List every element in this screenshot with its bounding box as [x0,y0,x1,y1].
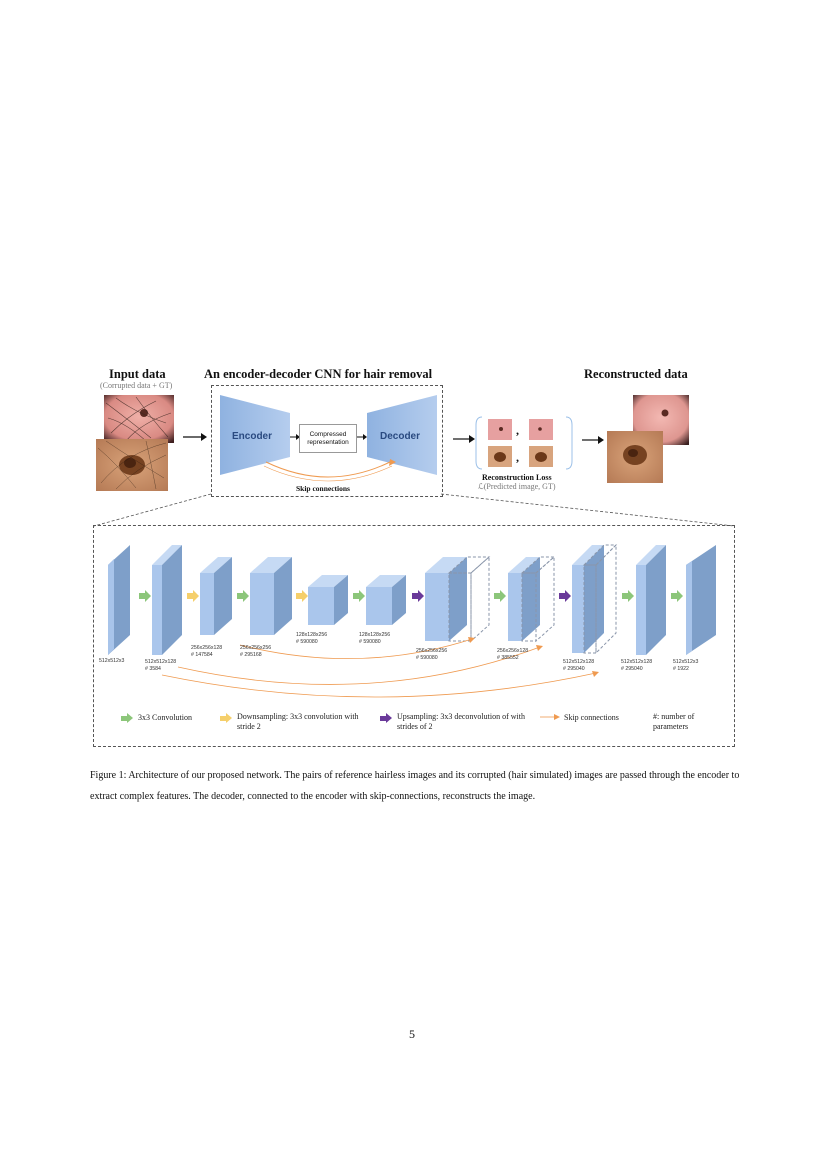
page-number: 5 [409,1027,415,1041]
legend-skip-text: Skip connections [564,713,619,722]
layer-block [250,557,292,635]
up-arrow [559,590,571,602]
legend-conv-icon [121,713,133,723]
conv-arrow [622,590,634,602]
layer-8-label: 256x256x128# 385552 [497,648,529,661]
arrow-encoder-to-compressed [290,434,300,440]
output-images [607,395,689,483]
layer-block [508,555,556,643]
encoder-label: Encoder [232,431,273,442]
loss-separator-top: , [516,423,519,437]
encoder-block [220,395,290,475]
reconstruction-loss-formula: ℒ(Predicted image, GT) [478,482,556,491]
encoder-decoder-title: An encoder-decoder CNN for hair removal [204,367,433,381]
compressed-representation-box: Compressed representation [299,424,357,453]
down-arrow [296,590,308,602]
input-data-subtitle: (Corrupted data + GT) [100,381,173,390]
conv-arrow [671,590,683,602]
layer-2-label: 512x512x128# 3584 [145,659,177,672]
layer-11-label: 512x512x3# 1922 [673,659,699,672]
legend-up-text: Upsampling: 3x3 deconvolution of with st… [397,712,525,731]
layer-5-label: 128x128x256# 590080 [296,632,328,645]
arrow-loss-to-output [582,436,604,444]
layer-block [152,545,182,655]
layer-block [686,545,716,655]
decoder-block [367,395,437,475]
reconstructed-data-title: Reconstructed data [584,367,688,381]
skip-connections [161,638,597,698]
skip-connections-label: Skip connections [296,484,350,493]
conv-arrow [353,590,365,602]
decoder-label: Decoder [380,431,421,442]
conv-arrow [237,590,249,602]
layer-block [425,555,491,643]
model-dashed-box [211,385,443,497]
skip-arrowhead [536,645,543,651]
legend-conv-text: 3x3 Convolution [138,713,193,722]
layer-9-label: 512x512x128# 295040 [563,659,595,672]
skip-arrowhead [592,671,599,677]
zoom-lines [93,493,735,527]
legend-params-text: #: number of parameters [653,712,695,731]
layer-block [308,575,348,625]
arrow-input-to-model [183,433,207,441]
layer-10-label: 512x512x128# 295040 [621,659,653,672]
loss-image-pairs [475,416,573,470]
input-images [96,395,174,491]
layer-block [572,543,618,655]
legend-up-icon [380,713,392,723]
layer-7-label: 256x256x256# 590080 [416,648,448,661]
skip-connection-arc [263,459,396,482]
conv-arrow [139,590,151,602]
reconstruction-loss-title: Reconstruction Loss [482,473,552,482]
layer-4-label: 256x256x256# 295168 [240,645,272,658]
arrow-model-to-loss [453,435,475,443]
network-layers [108,543,716,698]
loss-separator-bottom: , [516,450,519,464]
input-data-title: Input data [109,367,166,381]
conv-arrow [494,590,506,602]
layer-block [636,545,666,655]
layer-6-label: 128x128x256# 590080 [359,632,391,645]
layer-block [108,545,130,655]
legend-skip-icon [540,714,560,720]
detail-dashed-box [93,525,735,747]
skip-arrowhead [468,637,475,643]
down-arrow [187,590,199,602]
layer-block [366,575,406,625]
figure-caption: Figure 1: Architecture of our proposed n… [90,770,740,802]
layer-3-label: 256x256x128# 147584 [191,645,223,658]
layer-1-label: 512x512x3 [99,658,125,664]
legend-down-icon [220,713,232,723]
layer-block [200,557,232,635]
arrow-compressed-to-decoder [357,434,367,440]
legend-down-text: Downsampling: 3x3 convolution with strid… [237,712,359,731]
up-arrow [412,590,424,602]
